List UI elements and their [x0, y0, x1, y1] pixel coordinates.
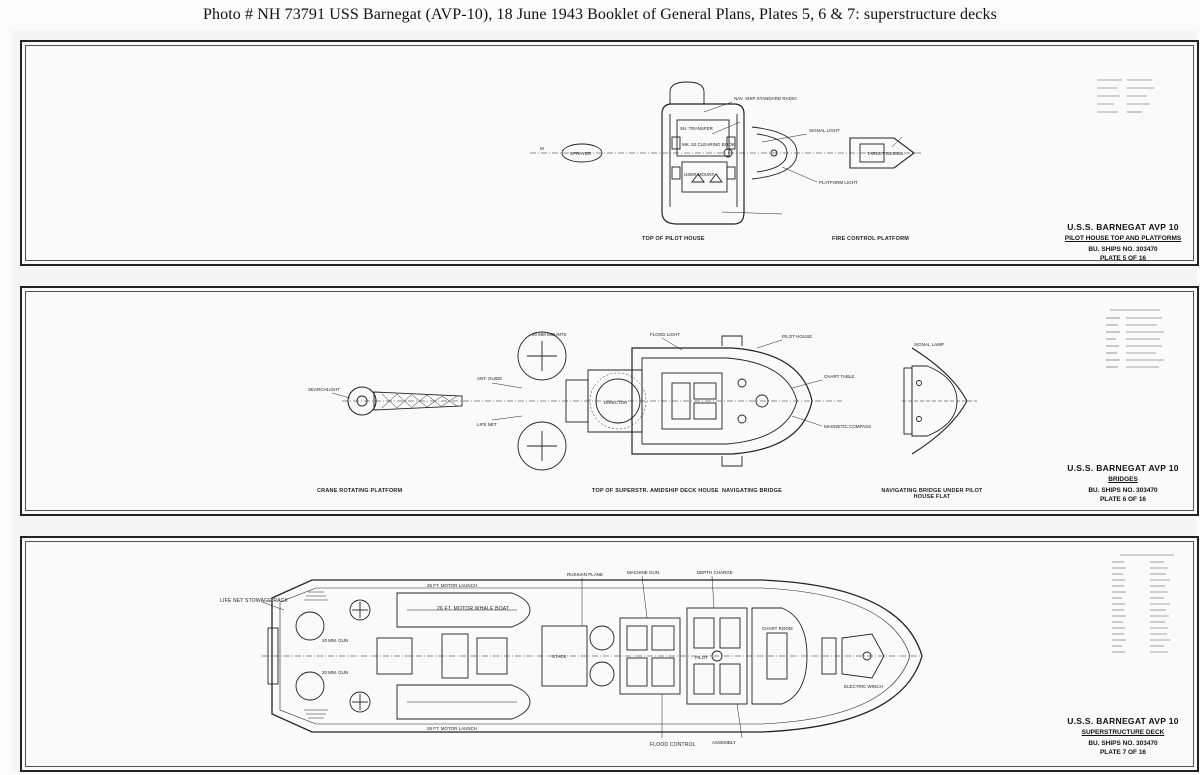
- plan-subtitle: BRIDGES: [1108, 476, 1138, 483]
- bu-ships-number: BU. SHIPS NO. 303470: [1088, 740, 1158, 747]
- bu-ships-number: BU. SHIPS NO. 303470: [1088, 487, 1158, 494]
- abbreviations-lines: [1097, 79, 1154, 113]
- svg-text:DIRECTOR: DIRECTOR: [604, 400, 628, 405]
- svg-text:SIGNAL LIGHT: SIGNAL LIGHT: [809, 128, 840, 133]
- title-block-plate-7: U.S.S. BARNEGAT AVP 10 SUPERSTRUCTURE DE…: [1063, 716, 1183, 756]
- svg-text:ANT. GUIDE: ANT. GUIDE: [477, 376, 502, 381]
- plate-number: PLATE 5 OF 16: [1099, 255, 1147, 262]
- ship-name: U.S.S. BARNEGAT AVP 10: [1067, 222, 1179, 232]
- svg-text:DEPTH CHARGE: DEPTH CHARGE: [697, 570, 733, 575]
- plan-sheet: SPRAYER M SH. TRANSFER MK. 52 CLEARING B…: [12, 30, 1199, 772]
- svg-text:20 MM. GUN: 20 MM. GUN: [322, 638, 348, 643]
- label-life-net-stowage-rack: LIFE NET STOWAGE RACK: [220, 598, 289, 604]
- svg-text:TARGET DESIGN.: TARGET DESIGN.: [867, 151, 905, 156]
- title-block-plate-6: U.S.S. BARNEGAT AVP 10 BRIDGES BU. SHIPS…: [1063, 463, 1183, 503]
- svg-text:PILOT HOUSE: PILOT HOUSE: [782, 334, 812, 339]
- pilot-house-top-drawing: SPRAYER M SH. TRANSFER MK. 52 CLEARING B…: [530, 81, 922, 225]
- svg-text:26 FT. MOTOR LAUNCH: 26 FT. MOTOR LAUNCH: [427, 583, 477, 588]
- photo-caption: Photo # NH 73791 USS Barnegat (AVP-10), …: [203, 6, 997, 23]
- svg-text:MACHINE GUN: MACHINE GUN: [627, 570, 659, 575]
- svg-text:20 MM. GUN: 20 MM. GUN: [322, 670, 348, 675]
- svg-text:20 MM MOUNTS: 20 MM MOUNTS: [532, 332, 567, 337]
- abbreviations-lines: [1112, 554, 1174, 653]
- svg-text:LIFE NET: LIFE NET: [477, 422, 497, 427]
- abbreviations-table-5: [1092, 74, 1162, 121]
- title-block-plate-5: U.S.S. BARNEGAT AVP 10 PILOT HOUSE TOP A…: [1063, 222, 1183, 262]
- plan-subtitle: PILOT HOUSE TOP AND PLATFORMS: [1064, 235, 1182, 242]
- abbreviations-table-7: [1110, 552, 1184, 664]
- view-label-crane-platform: CRANE ROTATING PLATFORM: [317, 488, 403, 494]
- svg-text:SEARCHLIGHT: SEARCHLIGHT: [308, 387, 340, 392]
- view-label-top-of-pilot-house: TOP OF PILOT HOUSE: [642, 236, 705, 242]
- svg-text:MK. 52 CLEARING BOOK: MK. 52 CLEARING BOOK: [682, 142, 735, 147]
- view-label-bridge-under-flat: NAVIGATING BRIDGE UNDER PILOT HOUSE FLAT: [881, 488, 983, 500]
- svg-text:SPRAYER: SPRAYER: [570, 151, 592, 156]
- svg-text:NAV. SHIP STANDARD RADIO: NAV. SHIP STANDARD RADIO: [734, 96, 797, 101]
- bridges-drawing: SEARCHLIGHT ANT. GUIDE LIFE NET 20 MM MO…: [308, 331, 977, 471]
- svg-text:CHART TABLE: CHART TABLE: [824, 374, 854, 379]
- view-label-amidship-deck-house: TOP OF SUPERSTR. AMIDSHIP DECK HOUSE: [592, 488, 719, 494]
- plate-number: PLATE 6 OF 16: [1099, 496, 1147, 503]
- superstructure-deck-drawing: 26 FT. MOTOR LAUNCH 26 FT. MOTOR LAUNCH …: [261, 570, 923, 745]
- svg-text:CHART ROOM: CHART ROOM: [762, 626, 793, 631]
- svg-text:PILOT: PILOT: [695, 655, 708, 660]
- ship-name: U.S.S. BARNEGAT AVP 10: [1067, 716, 1179, 726]
- plan-subtitle: SUPERSTRUCTURE DECK: [1081, 729, 1165, 736]
- svg-text:SIGNAL LAMP: SIGNAL LAMP: [914, 342, 944, 347]
- svg-text:26 FT. MOTOR LAUNCH: 26 FT. MOTOR LAUNCH: [427, 726, 477, 731]
- svg-text:RUSSIAN PLANE: RUSSIAN PLANE: [567, 572, 603, 577]
- svg-text:STACK: STACK: [552, 654, 567, 659]
- svg-text:ELECTRIC WINCH: ELECTRIC WINCH: [844, 684, 883, 689]
- svg-text:MAGNETIC COMPASS: MAGNETIC COMPASS: [824, 424, 871, 429]
- ship-name: U.S.S. BARNEGAT AVP 10: [1067, 463, 1179, 473]
- abbreviations-table-6: [1102, 306, 1172, 378]
- plate-7-panel: 26 FT. MOTOR LAUNCH 26 FT. MOTOR LAUNCH …: [20, 536, 1199, 772]
- svg-text:M: M: [540, 146, 544, 151]
- view-label-fire-control-platform: FIRE CONTROL PLATFORM: [832, 236, 910, 242]
- bu-ships-number: BU. SHIPS NO. 303470: [1088, 246, 1158, 253]
- plate-6-panel: SEARCHLIGHT ANT. GUIDE LIFE NET 20 MM MO…: [20, 286, 1199, 516]
- svg-text:ASSEMBLY: ASSEMBLY: [712, 740, 736, 745]
- svg-text:SH. TRANSFER: SH. TRANSFER: [680, 126, 714, 131]
- plate-5-panel: SPRAYER M SH. TRANSFER MK. 52 CLEARING B…: [20, 40, 1199, 266]
- view-label-navigating-bridge: NAVIGATING BRIDGE: [722, 488, 783, 494]
- abbreviations-lines: [1106, 309, 1164, 368]
- label-flood-control: FLOOD CONTROL: [650, 742, 696, 748]
- svg-text:FLOOD LIGHT: FLOOD LIGHT: [650, 332, 680, 337]
- svg-text:PLATFORM LIGHT: PLATFORM LIGHT: [819, 180, 858, 185]
- svg-text:USER MOUNT: USER MOUNT: [684, 172, 715, 177]
- label-motor-whale-boat: 26 FT. MOTOR WHALE BOAT: [437, 606, 510, 612]
- plate-number: PLATE 7 OF 16: [1099, 749, 1147, 756]
